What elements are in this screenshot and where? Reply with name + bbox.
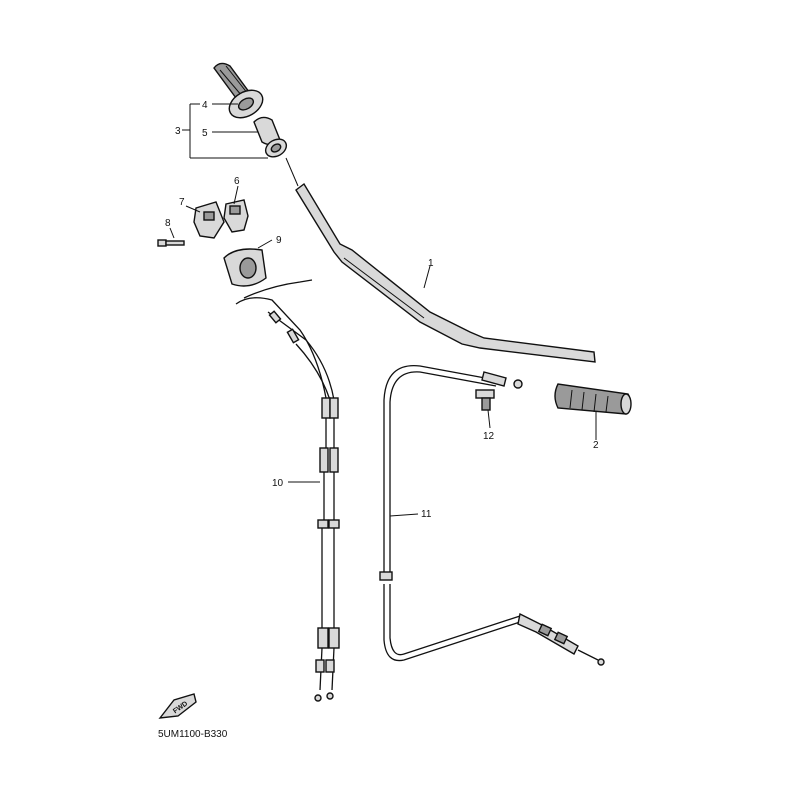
callout-7: 7 [179,197,185,208]
callout-12: 12 [483,431,495,442]
handlebar-pad[interactable] [223,248,267,287]
callout-11: 11 [421,509,432,520]
callout-2: 2 [593,440,599,451]
fwd-arrow-icon: FWD [158,693,197,719]
cable-adjuster[interactable] [475,389,495,411]
callout-4: 4 [202,100,208,111]
holder-upper[interactable] [223,199,249,233]
callout-9: 9 [276,235,282,246]
handlebar[interactable] [295,182,596,363]
clutch-cable[interactable] [379,364,605,666]
callout-6: 6 [234,176,240,187]
holder-lower[interactable] [193,201,225,239]
left-grip[interactable] [554,383,632,415]
throttle-cable[interactable] [235,279,340,702]
callout-3: 3 [175,126,181,137]
callout-leaders [169,103,597,517]
callout-1: 1 [428,258,434,269]
callout-5: 5 [202,128,208,139]
throttle-grip-assembly[interactable] [213,62,299,187]
callout-10: 10 [272,478,284,489]
callout-8: 8 [165,218,171,229]
bolt[interactable] [157,239,185,247]
diagram-code: 5UM1100-B330 [158,729,228,740]
